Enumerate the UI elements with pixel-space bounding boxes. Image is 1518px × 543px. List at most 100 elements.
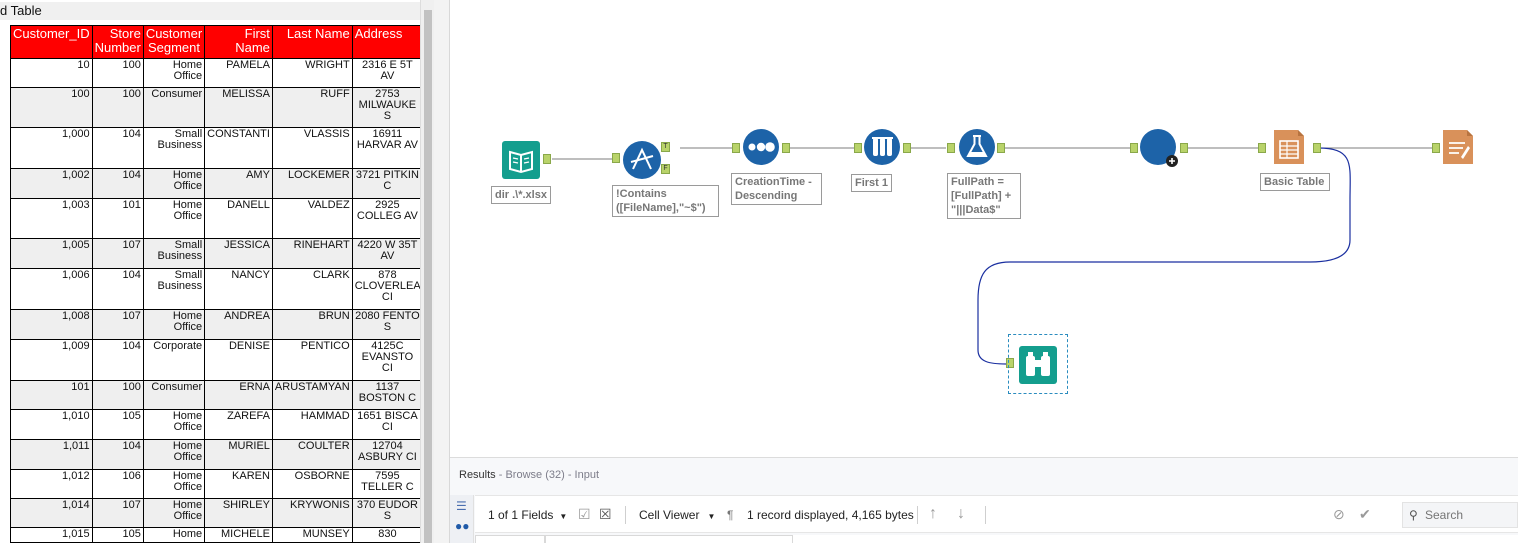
cell-address: 4220 W 35T AV: [351, 238, 420, 269]
filter-false-anchor[interactable]: F: [661, 164, 670, 174]
header-first-name: First Name: [204, 25, 273, 59]
report-scrollbar[interactable]: [420, 0, 434, 543]
formula-output-anchor[interactable]: [997, 143, 1005, 153]
cell-customer-id: 10: [10, 58, 93, 88]
binoculars-small-icon[interactable]: ●●: [455, 519, 470, 533]
sort-tool-label[interactable]: CreationTime - Descending: [731, 173, 822, 205]
filter-icon: [623, 141, 661, 179]
formula-tool[interactable]: [958, 128, 996, 166]
pane-splitter[interactable]: [434, 0, 450, 543]
cell-store-number: 104: [91, 168, 144, 199]
report-scrollbar-thumb[interactable]: [424, 10, 432, 543]
cell-last-name: LOCKEMER: [271, 168, 353, 199]
cell-store-number: 107: [91, 238, 144, 269]
cell-last-name: PENTICO: [271, 339, 353, 381]
pilcrow-icon[interactable]: ¶: [727, 508, 734, 522]
sort-icon: [743, 129, 779, 165]
results-title: Results - Browse (32) - Input: [459, 469, 599, 481]
formula-input-anchor[interactable]: [947, 143, 955, 153]
cell-last-name: CLARK: [271, 268, 353, 310]
cell-last-name: WRIGHT: [271, 58, 353, 88]
cell-viewer-dropdown[interactable]: Cell Viewer▼: [639, 508, 715, 522]
sample-input-anchor[interactable]: [854, 143, 862, 153]
cell-viewer-label: Cell Viewer: [639, 508, 700, 522]
fields-dropdown[interactable]: 1 of 1 Fields▼: [488, 508, 567, 522]
cell-first-name: SHIRLEY: [204, 498, 273, 528]
input-data-tool[interactable]: [502, 141, 540, 179]
browse-input-anchor[interactable]: [1006, 358, 1014, 368]
grid-header-cell[interactable]: [545, 535, 793, 543]
checkmark-icon[interactable]: ✔: [1359, 506, 1371, 522]
input-output-anchor[interactable]: [543, 154, 551, 164]
checkbox-edit-icon[interactable]: ☑: [578, 506, 591, 522]
header-customer-id: Customer_ID: [10, 25, 93, 59]
cell-address: 4125C EVANSTO CI: [351, 339, 420, 381]
cell-last-name: MUNSEY: [271, 527, 353, 543]
cell-address: 2080 FENTO S: [351, 309, 420, 340]
sort-input-anchor[interactable]: [732, 143, 740, 153]
dynamic-input-tool[interactable]: [1139, 128, 1179, 168]
arrow-up-icon[interactable]: ↑: [929, 505, 937, 522]
cell-last-name: RINEHART: [271, 238, 353, 269]
sort-output-anchor[interactable]: [782, 143, 790, 153]
search-input[interactable]: [1425, 507, 1513, 523]
sample-tool-label[interactable]: First 1: [851, 174, 893, 192]
grid-header-cell[interactable]: [475, 535, 545, 543]
dynamic-input-output-anchor[interactable]: [1180, 143, 1188, 153]
table-output-anchor[interactable]: [1313, 143, 1321, 153]
filter-tool[interactable]: [622, 140, 662, 180]
cell-last-name: ARUSTAMYAN: [271, 380, 353, 410]
render-tool[interactable]: [1439, 128, 1477, 166]
table-tool-label[interactable]: Basic Table: [1260, 173, 1330, 191]
deselect-icon[interactable]: ☒: [599, 506, 612, 522]
cell-customer-id: 1,011: [10, 439, 93, 470]
arrow-down-icon[interactable]: ↓: [957, 505, 965, 522]
cell-customer-segment: Home Office: [142, 498, 206, 528]
dynamic-input-anchor[interactable]: [1130, 143, 1138, 153]
cell-customer-segment: Home Office: [142, 409, 206, 440]
render-input-anchor[interactable]: [1432, 143, 1440, 153]
basic-table-tool[interactable]: [1270, 128, 1308, 166]
cell-last-name: BRUN: [271, 309, 353, 340]
cancel-circle-icon[interactable]: ⊘: [1333, 506, 1345, 522]
filter-input-anchor[interactable]: [612, 153, 620, 163]
cell-customer-id: 1,012: [10, 469, 93, 499]
report-preview-pane: d Table Customer_ID Store Number Custome…: [0, 0, 420, 543]
workflow-canvas[interactable]: dir .\*.xlsx T F !Contains ([FileName],"…: [450, 0, 1518, 457]
sample-tool[interactable]: [863, 128, 901, 166]
cell-first-name: MURIEL: [204, 439, 273, 470]
sample-output-anchor[interactable]: [903, 143, 911, 153]
cell-customer-segment: Consumer: [142, 87, 206, 128]
flask-icon: [959, 129, 995, 165]
input-tool-label[interactable]: dir .\*.xlsx: [491, 186, 551, 204]
filter-tool-label[interactable]: !Contains ([FileName],"~$"): [612, 185, 719, 217]
cell-store-number: 107: [91, 498, 144, 528]
cell-customer-id: 100: [10, 87, 93, 128]
list-icon[interactable]: ☰: [456, 499, 467, 513]
table-icon: [1274, 130, 1304, 164]
sort-tool[interactable]: [742, 128, 780, 166]
report-title: d Table: [0, 2, 420, 20]
cell-first-name: PAMELA: [204, 58, 273, 88]
browse-tool-selected[interactable]: [1008, 334, 1068, 394]
binoculars-icon: [1019, 346, 1057, 384]
render-document-icon: [1443, 130, 1473, 164]
filter-true-anchor[interactable]: T: [661, 142, 670, 152]
cell-store-number: 106: [91, 469, 144, 499]
cell-store-number: 101: [91, 198, 144, 239]
search-box[interactable]: ⚲: [1402, 502, 1518, 528]
formula-tool-label[interactable]: FullPath = [FullPath] + "|||Data$": [947, 173, 1021, 219]
cell-first-name: ANDREA: [204, 309, 273, 340]
cell-customer-segment: Home Office: [142, 469, 206, 499]
cell-customer-id: 1,003: [10, 198, 93, 239]
chevron-down-icon: ▼: [559, 512, 568, 521]
cell-customer-segment: Consumer: [142, 380, 206, 410]
cell-customer-id: 101: [10, 380, 93, 410]
table-input-anchor[interactable]: [1258, 143, 1266, 153]
cell-last-name: OSBORNE: [271, 469, 353, 499]
